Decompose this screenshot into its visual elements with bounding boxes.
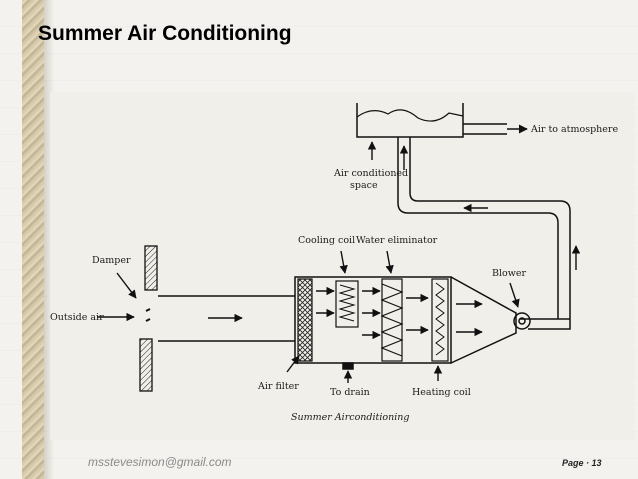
- heating-coil: [431, 278, 449, 362]
- label-to-drain: To drain: [330, 387, 370, 398]
- damper-plate-top: [144, 245, 158, 291]
- supply-duct: [397, 137, 571, 330]
- blower-fan-icon: [513, 312, 531, 330]
- label-air-conditioned: Air conditioned: [333, 168, 408, 179]
- label-damper: Damper: [92, 255, 131, 266]
- label-water-eliminator: Water eliminator: [356, 235, 438, 246]
- water-eliminator: [381, 278, 403, 362]
- unit-casing: [294, 276, 452, 364]
- diagram-image: Air to atmosphere Air conditioned space …: [50, 92, 634, 440]
- flow-arrows: [97, 141, 581, 383]
- label-blower: Blower: [492, 268, 526, 279]
- air-filter: [297, 278, 313, 362]
- notebook-binding: [22, 0, 44, 479]
- label-air-filter: Air filter: [257, 381, 299, 392]
- binding-shadow: [44, 0, 54, 479]
- air-conditioning-diagram: Air to atmosphere Air conditioned space …: [50, 103, 618, 423]
- blower-transition: [450, 276, 517, 364]
- slide-title: Summer Air Conditioning: [38, 22, 292, 45]
- label-air-to-atmosphere: Air to atmosphere: [530, 124, 618, 135]
- cooling-coil: [335, 280, 359, 328]
- footer-email: msstevesimon@gmail.com: [88, 455, 232, 469]
- damper-plate-bottom: [139, 338, 153, 392]
- page-number: Page · 13: [562, 458, 602, 468]
- inlet-duct: [158, 295, 295, 342]
- diagram-caption: Summer Airconditioning: [291, 412, 409, 423]
- label-cooling-coil: Cooling coil: [298, 235, 355, 246]
- label-space: space: [350, 180, 378, 191]
- exhaust-pipe: [463, 123, 528, 135]
- label-heating-coil: Heating coil: [412, 387, 471, 398]
- room-outline: [356, 103, 464, 138]
- label-outside-air: Outside air: [50, 312, 104, 323]
